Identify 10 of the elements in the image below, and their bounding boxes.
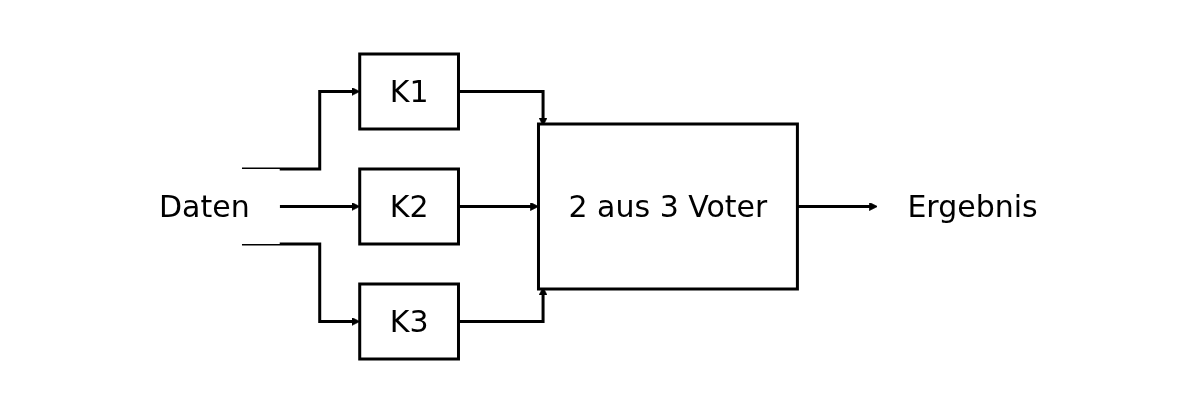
arrow: [279, 201, 360, 211]
node-box: K2: [357, 167, 460, 245]
arrow: [241, 242, 360, 326]
node-text: Ergebnis: [907, 188, 1038, 224]
arrow: [797, 201, 878, 211]
arrow: [241, 86, 360, 170]
node-box: K3: [357, 282, 460, 360]
node-box: 2 aus 3 Voter: [536, 122, 799, 290]
arrow: [458, 201, 539, 211]
node-box: K1: [357, 52, 460, 130]
